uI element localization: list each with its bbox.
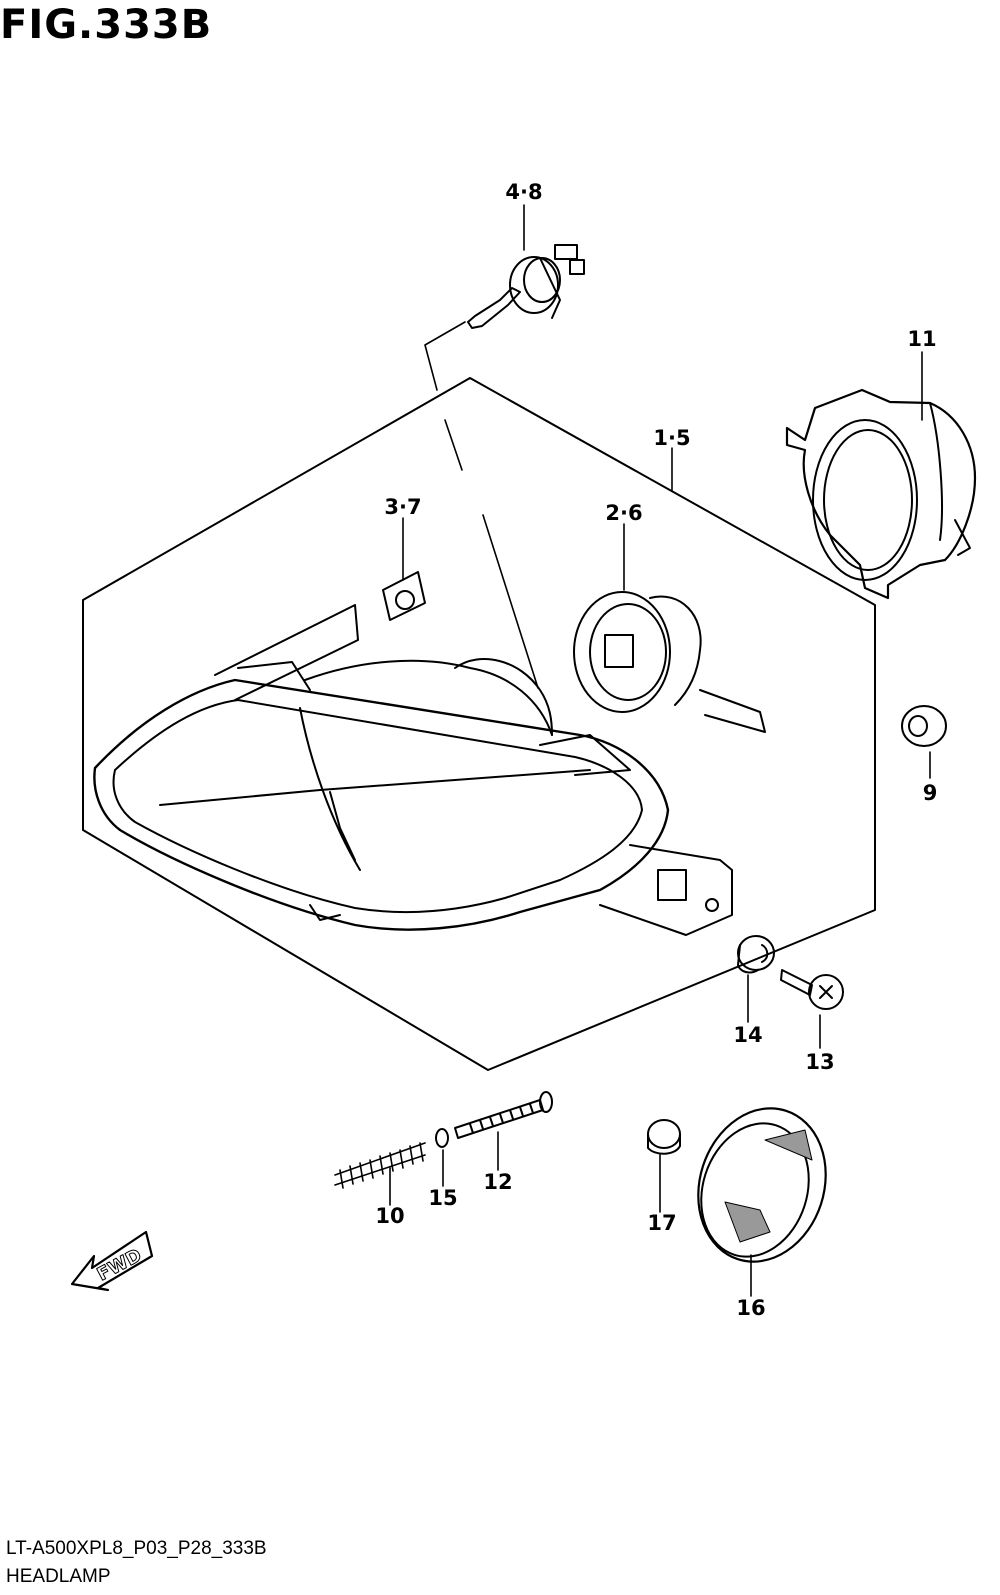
socket-part bbox=[573, 591, 766, 733]
callout-cushion: 14 bbox=[733, 1023, 762, 1047]
leader-lines bbox=[389, 204, 931, 1297]
nut-part bbox=[647, 1119, 681, 1155]
cover-part bbox=[785, 388, 977, 600]
assembly-outline bbox=[82, 377, 876, 1071]
section-name: HEADLAMP bbox=[6, 1566, 111, 1587]
cushion-part bbox=[737, 935, 775, 974]
drawing-code: LT-A500XPL8_P03_P28_333B bbox=[6, 1538, 267, 1559]
clip-part bbox=[382, 571, 426, 621]
bulb-part bbox=[467, 244, 585, 329]
callout-screw: 13 bbox=[805, 1050, 834, 1074]
callout-headlamp-assy: 1·5 bbox=[653, 426, 690, 450]
callout-clip: 3·7 bbox=[384, 495, 421, 519]
spring-part bbox=[334, 1142, 426, 1189]
reflector-part bbox=[697, 1107, 827, 1263]
washer-part bbox=[435, 1128, 449, 1148]
callout-grommet: 9 bbox=[923, 781, 938, 805]
fwd-arrow-icon: FWD bbox=[70, 1230, 154, 1292]
callout-cover: 11 bbox=[907, 327, 936, 351]
callout-spring: 10 bbox=[375, 1204, 404, 1228]
callout-nut: 17 bbox=[647, 1211, 676, 1235]
headlamp-housing bbox=[93, 604, 733, 936]
screw-part bbox=[780, 969, 844, 1010]
callout-socket: 2·6 bbox=[605, 501, 642, 525]
adjust-screw-part bbox=[454, 1091, 553, 1139]
grommet-part bbox=[901, 705, 947, 747]
figure-title: FIG.333B bbox=[0, 2, 213, 48]
callout-bulb: 4·8 bbox=[505, 180, 542, 204]
callout-reflector: 16 bbox=[736, 1296, 765, 1320]
callout-adjust-screw: 12 bbox=[483, 1170, 512, 1194]
callout-washer: 15 bbox=[428, 1186, 457, 1210]
